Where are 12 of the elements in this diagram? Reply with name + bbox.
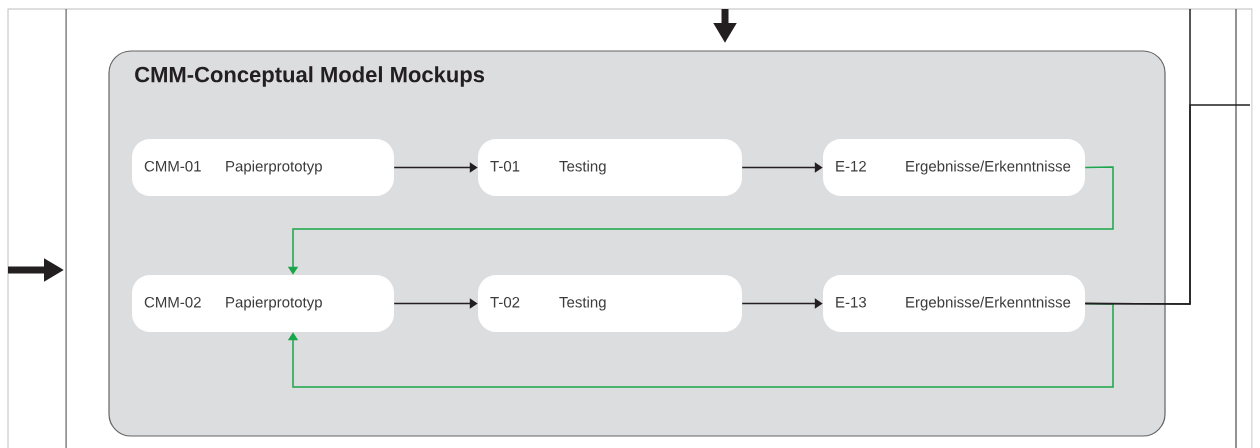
process-box: T-01 Testing (478, 139, 742, 196)
arrow (287, 302, 1114, 388)
arrow (741, 162, 823, 173)
connector-line (1084, 104, 1251, 305)
process-box: T-02 Testing (478, 275, 742, 332)
arrow (393, 162, 478, 173)
process-box: CMM-01 Papierprototyp (132, 139, 394, 196)
process-box: CMM-02 Papierprototyp (132, 275, 394, 332)
arrow (393, 298, 478, 309)
process-box: E-13 Ergebnisse/Erkenntnisse (823, 275, 1085, 332)
arrow (741, 298, 823, 309)
process-box: E-12 Ergebnisse/Erkenntnisse (823, 139, 1085, 196)
